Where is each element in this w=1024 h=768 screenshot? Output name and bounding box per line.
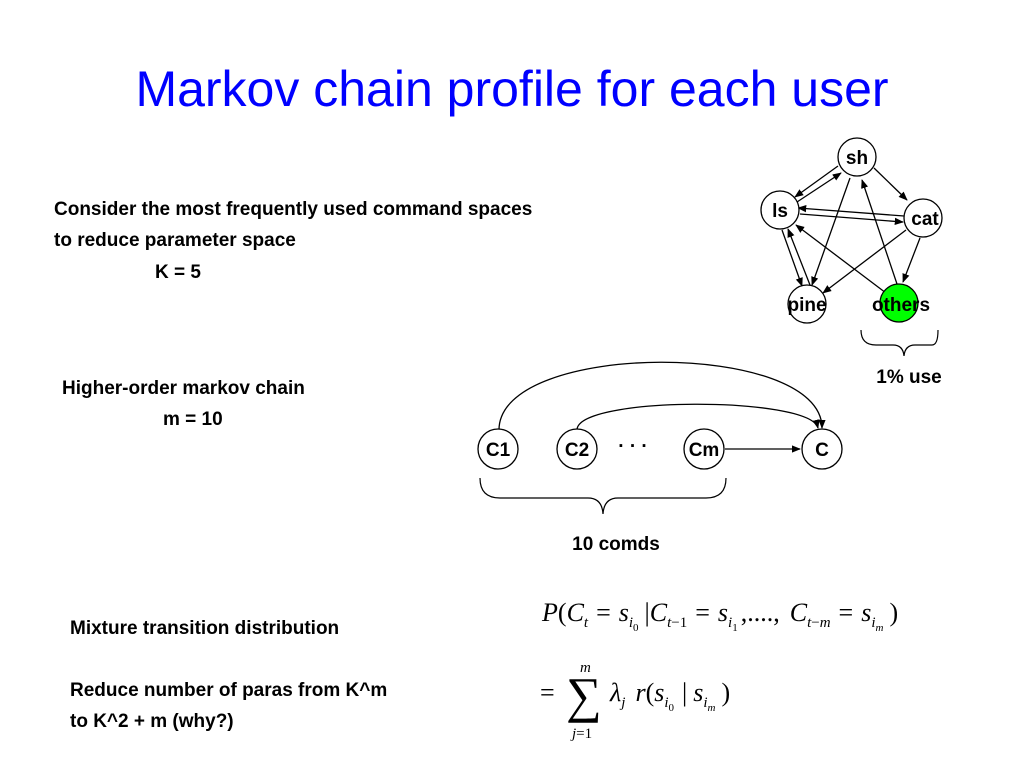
edge-sh-cat: [873, 167, 908, 201]
edge-pine-ls: [787, 228, 811, 286]
reduce-params-line-2: to K^2 + m (why?): [70, 711, 234, 732]
edge-cat-others: [902, 237, 921, 283]
chain-node-c1: C1: [477, 428, 519, 470]
state-node-pine: pine: [787, 284, 827, 324]
state-node-cat: cat: [903, 198, 943, 238]
chain-node-c2-label: C2: [565, 440, 589, 461]
state-node-sh: sh: [837, 137, 877, 177]
edge-others-ls: [795, 224, 887, 294]
ten-comds-label: 10 comds: [572, 534, 660, 555]
others-brace: [860, 329, 939, 357]
state-node-sh-label: sh: [846, 148, 868, 169]
chain-node-cm: Cm: [683, 428, 725, 470]
arc-c2-c: [576, 403, 820, 431]
chain-node-c: C: [801, 428, 843, 470]
chain-ellipsis: · · ·: [618, 436, 648, 457]
one-percent-use-label: 1% use: [876, 367, 941, 388]
edge-ls-cat: [799, 213, 904, 225]
state-node-others-label: others: [872, 295, 930, 316]
k-value: K = 5: [155, 262, 201, 283]
state-node-others: others: [872, 283, 930, 323]
edge-cat-pine: [822, 229, 907, 294]
arc-c1-c: [498, 361, 826, 431]
chain-node-c1-label: C1: [486, 440, 511, 461]
chain-node-cm-label: Cm: [689, 440, 720, 461]
edge-ls-sh: [796, 172, 842, 203]
edge-ls-pine: [781, 229, 803, 287]
state-node-ls: ls: [760, 190, 800, 230]
mixture-label: Mixture transition distribution: [70, 618, 340, 639]
command-spaces-text: Consider the most frequently used comman…: [54, 194, 532, 256]
reduce-params-text: Reduce number of paras from K^m to K^2 +…: [70, 675, 387, 737]
state-node-cat-label: cat: [911, 209, 939, 230]
edge-sh-pine: [811, 177, 851, 286]
slide-title: Markov chain profile for each user: [135, 61, 889, 117]
formula-conditional-probability: P(Ct=si0|Ct−1=si1,....,Ct−m=sim): [541, 598, 898, 634]
svg-text:m: m: [580, 660, 591, 676]
svg-text:λjr(si0|sim): λjr(si0|sim): [609, 678, 730, 714]
ten-comds-brace: [479, 477, 727, 515]
command-spaces-line-2: to reduce parameter space: [54, 230, 296, 251]
higher-order-text: Higher-order markov chain: [62, 378, 305, 399]
svg-text:∑: ∑: [566, 667, 602, 723]
state-node-ls-label: ls: [772, 201, 788, 222]
svg-text:=: =: [540, 678, 555, 707]
reduce-params-line-1: Reduce number of paras from K^m: [70, 680, 388, 701]
edge-others-sh: [861, 179, 898, 285]
state-node-pine-label: pine: [787, 295, 826, 316]
command-spaces-line-1: Consider the most frequently used comman…: [54, 199, 533, 220]
chain-node-c2: C2: [556, 428, 598, 470]
chain-node-c-label: C: [815, 440, 829, 461]
m-value: m = 10: [163, 409, 223, 430]
edge-sh-ls: [794, 165, 839, 198]
svg-text:j=1: j=1: [570, 726, 592, 742]
edge-cat-ls: [797, 204, 905, 217]
state-diagram-edges: [781, 165, 921, 294]
svg-text:P(Ct=si0|Ct−1=si1,....,Ct−m=si: P(Ct=si0|Ct−1=si1,....,Ct−m=sim): [541, 598, 898, 634]
